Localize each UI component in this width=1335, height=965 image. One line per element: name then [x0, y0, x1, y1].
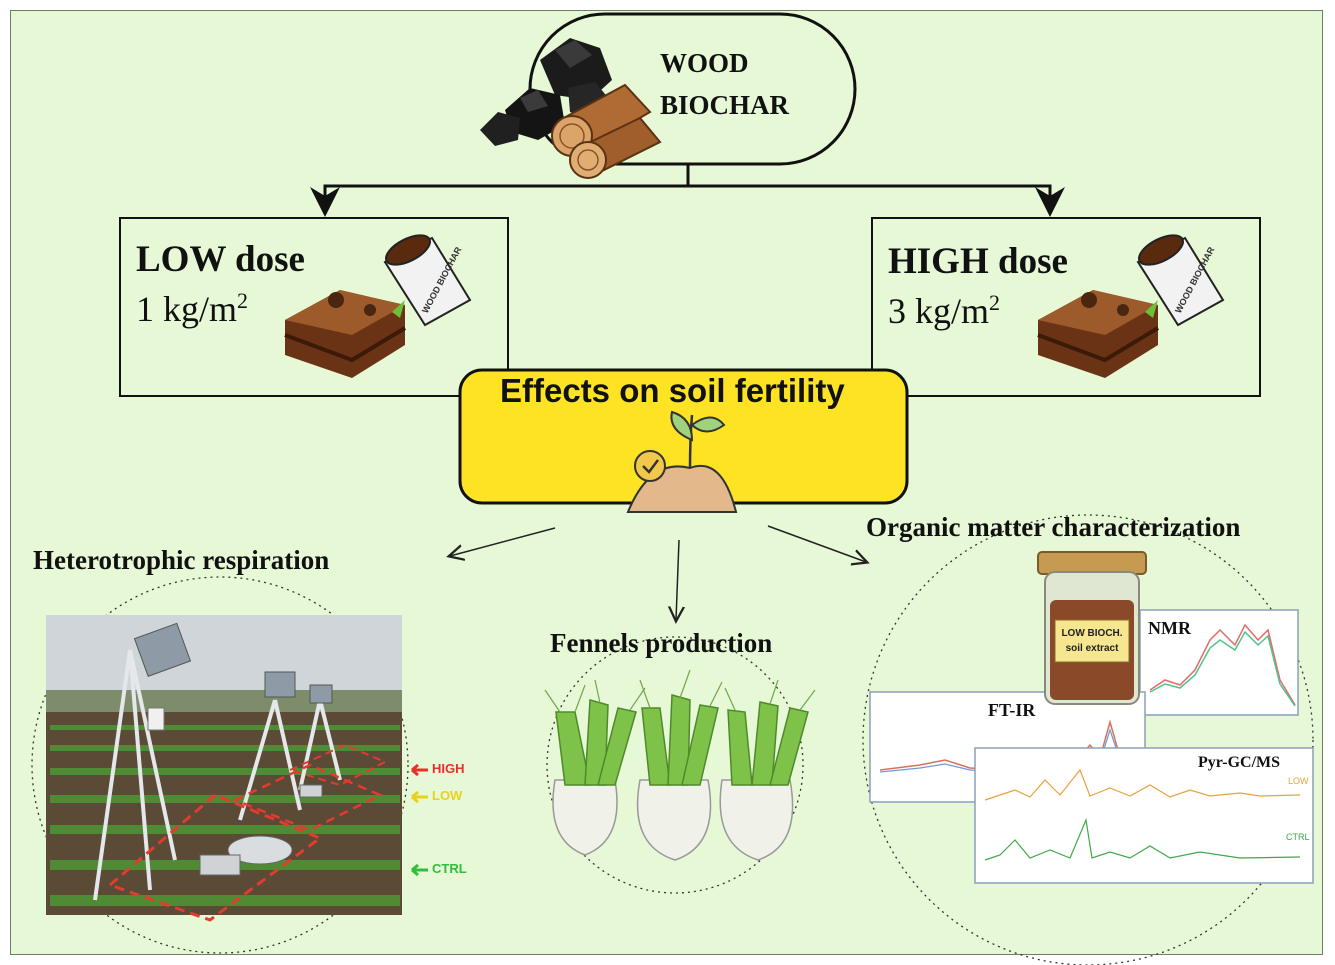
soil-block-icon-low — [284, 290, 407, 378]
respiration-circle — [31, 576, 409, 954]
biochar-bag-icon-low — [383, 234, 472, 327]
charcoal-icon — [480, 38, 612, 146]
low-dose-value: 1 kg/m2 — [136, 288, 249, 329]
high-dose-value: 3 kg/m2 — [888, 290, 1001, 331]
field-photo — [46, 615, 402, 922]
high-dose-title: HIGH dose — [888, 241, 1068, 282]
soil-extract-jar — [1037, 551, 1147, 705]
soil-block-icon-high — [1037, 290, 1160, 378]
organic-circle — [862, 514, 1314, 965]
source-title-line2: BIOCHAR — [660, 90, 790, 120]
pyr-gcms-panel — [974, 747, 1314, 884]
plot-label-high: HIGH — [432, 761, 465, 776]
source-pill — [528, 12, 857, 166]
pyr-gcms-label: Pyr-GC/MS — [1198, 754, 1281, 771]
low-dose-title: LOW dose — [136, 239, 305, 280]
nmr-label: NMR — [1148, 618, 1191, 638]
jar-label: LOW BIOCH.soil extract — [1061, 628, 1123, 654]
soil-growth-icon — [626, 410, 738, 513]
effects-title: Effects on soil fertility — [500, 372, 845, 409]
pyr-trace-ctrl: CTRL — [1286, 832, 1310, 842]
pyr-trace-low: LOW — [1288, 776, 1309, 786]
biochar-bag-icon-high — [1136, 234, 1225, 327]
low-dose-frame — [119, 217, 509, 370]
fennel-bulbs-illustration — [544, 669, 816, 861]
plot-label-ctrl: CTRL — [432, 861, 467, 876]
ftir-label: FT-IR — [988, 700, 1036, 720]
wood-logs-icon — [551, 83, 662, 179]
high-dose-frame — [871, 217, 1261, 397]
respiration-title: Heterotrophic respiration — [33, 545, 330, 575]
fennel-title: Fennels production — [550, 628, 773, 658]
nmr-panel — [1139, 609, 1299, 716]
plot-label-low: LOW — [432, 788, 463, 803]
fennel-circle — [546, 636, 804, 894]
source-title-line1: WOOD — [660, 48, 749, 78]
organic-title: Organic matter characterization — [866, 512, 1241, 542]
